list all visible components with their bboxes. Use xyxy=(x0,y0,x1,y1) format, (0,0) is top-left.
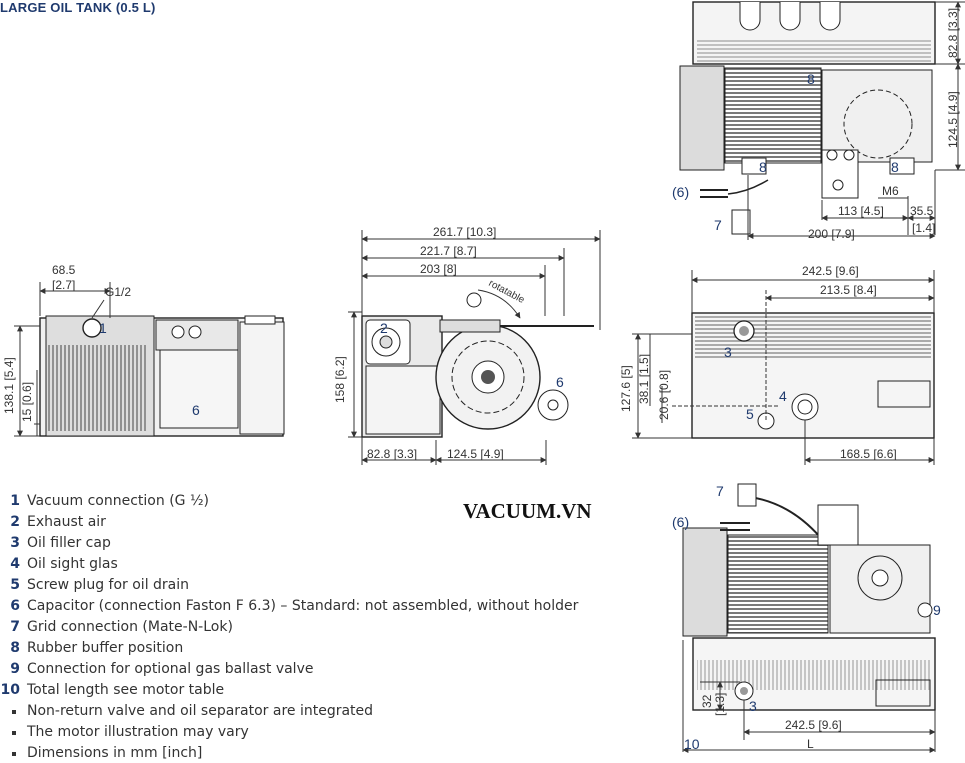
dim-right-242-5: 242.5 [9.6] xyxy=(802,264,859,278)
watermark-text: VACUUM.VN xyxy=(463,499,592,523)
marker-left-1: 1 xyxy=(99,320,107,336)
marker-bottom-3: 3 xyxy=(749,698,757,714)
dim-right-38-1: 38.1 [1.5] xyxy=(637,354,651,404)
marker-right-4: 4 xyxy=(779,388,787,404)
bottom-view: 32 [1.3] 242.5 [9.6] L 7 (6) 9 3 10 xyxy=(672,483,941,753)
dim-front-221-7: 221.7 [8.7] xyxy=(420,244,477,258)
left-view: 68.5 [2.7] G1/2 138.1 [5.4] 15 [0.6] 1 6 xyxy=(2,263,285,437)
dim-left-low: 15 [0.6] xyxy=(20,382,34,422)
dim-top-124-5: 124.5 [4.9] xyxy=(946,91,960,148)
marker-front-6: 6 xyxy=(556,374,564,390)
marker-top-6: (6) xyxy=(672,184,689,200)
dim-front-158: 158 [6.2] xyxy=(333,356,347,403)
dim-left-68-5: 68.5 xyxy=(52,263,76,277)
marker-right-3: 3 xyxy=(724,344,732,360)
dim-front-82-8: 82.8 [3.3] xyxy=(367,447,417,461)
marker-right-5: 5 xyxy=(746,406,754,422)
marker-front-2: 2 xyxy=(380,320,388,336)
dim-left-height: 138.1 [5.4] xyxy=(2,357,16,414)
dim-bottom-l: L xyxy=(807,737,814,751)
page-title: LARGE OIL TANK (0.5 L) xyxy=(0,0,156,15)
dim-front-261-7: 261.7 [10.3] xyxy=(433,225,496,239)
dim-front-203: 203 [8] xyxy=(420,262,457,276)
dim-left-68-5-in: [2.7] xyxy=(52,278,75,292)
marker-bottom-9: 9 xyxy=(933,602,941,618)
dim-right-213-5: 213.5 [8.4] xyxy=(820,283,877,297)
dim-left-thread: G1/2 xyxy=(105,285,131,299)
marker-top-7: 7 xyxy=(714,217,722,233)
bullet-icon xyxy=(12,731,16,735)
right-view: 242.5 [9.6] 213.5 [8.4] 127.6 [5] 38.1 [… xyxy=(619,264,935,465)
dim-right-20-6: 20.6 [0.8] xyxy=(657,370,671,420)
marker-top-8c: 8 xyxy=(891,159,899,175)
marker-bottom-6: (6) xyxy=(672,514,689,530)
dim-bottom-32-in: [1.3] xyxy=(713,693,727,716)
dim-bottom-32: 32 xyxy=(700,694,714,708)
front-view: 261.7 [10.3] 221.7 [8.7] 203 [8] 158 [6.… xyxy=(333,225,601,465)
dim-top-82-8: 82.8 [3.3] xyxy=(946,8,960,58)
marker-top-8b: 8 xyxy=(759,159,767,175)
marker-bottom-10: 10 xyxy=(684,736,700,752)
bullet-icon xyxy=(12,752,16,756)
dim-bottom-242-5: 242.5 [9.6] xyxy=(785,718,842,732)
dim-top-35-5-in: [1.4] xyxy=(912,221,935,235)
dim-right-168-5: 168.5 [6.6] xyxy=(840,447,897,461)
dim-top-m6: M6 xyxy=(882,184,899,198)
marker-bottom-7: 7 xyxy=(716,483,724,499)
dim-right-127-6: 127.6 [5] xyxy=(619,365,633,412)
dim-top-35-5: 35.5 xyxy=(910,204,934,218)
marker-top-8a: 8 xyxy=(807,71,815,87)
dim-top-113: 113 [4.5] xyxy=(838,204,884,218)
marker-left-6: 6 xyxy=(192,402,200,418)
bullet-icon xyxy=(12,710,16,714)
dim-front-124-5: 124.5 [4.9] xyxy=(447,447,504,461)
top-view: 82.8 [3.3] 124.5 [4.9] M6 113 [4.5] 35.5… xyxy=(672,1,965,241)
dim-top-200: 200 [7.9] xyxy=(808,227,855,241)
